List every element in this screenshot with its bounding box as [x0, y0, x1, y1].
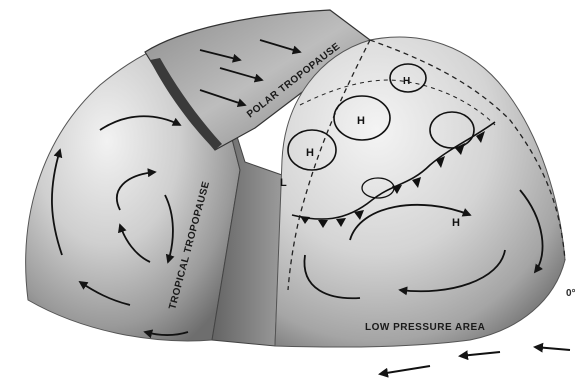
high-pressure-marker: H [306, 147, 314, 159]
low-pressure-area-label: LOW PRESSURE AREA [365, 322, 485, 333]
high-pressure-marker: H [403, 76, 410, 87]
equator-label: 0° [566, 288, 576, 299]
surface-wind-arrows [380, 347, 570, 374]
high-pressure-marker: H [452, 217, 460, 229]
low-pressure-marker: L [280, 177, 287, 189]
high-pressure-marker: H [357, 115, 365, 127]
